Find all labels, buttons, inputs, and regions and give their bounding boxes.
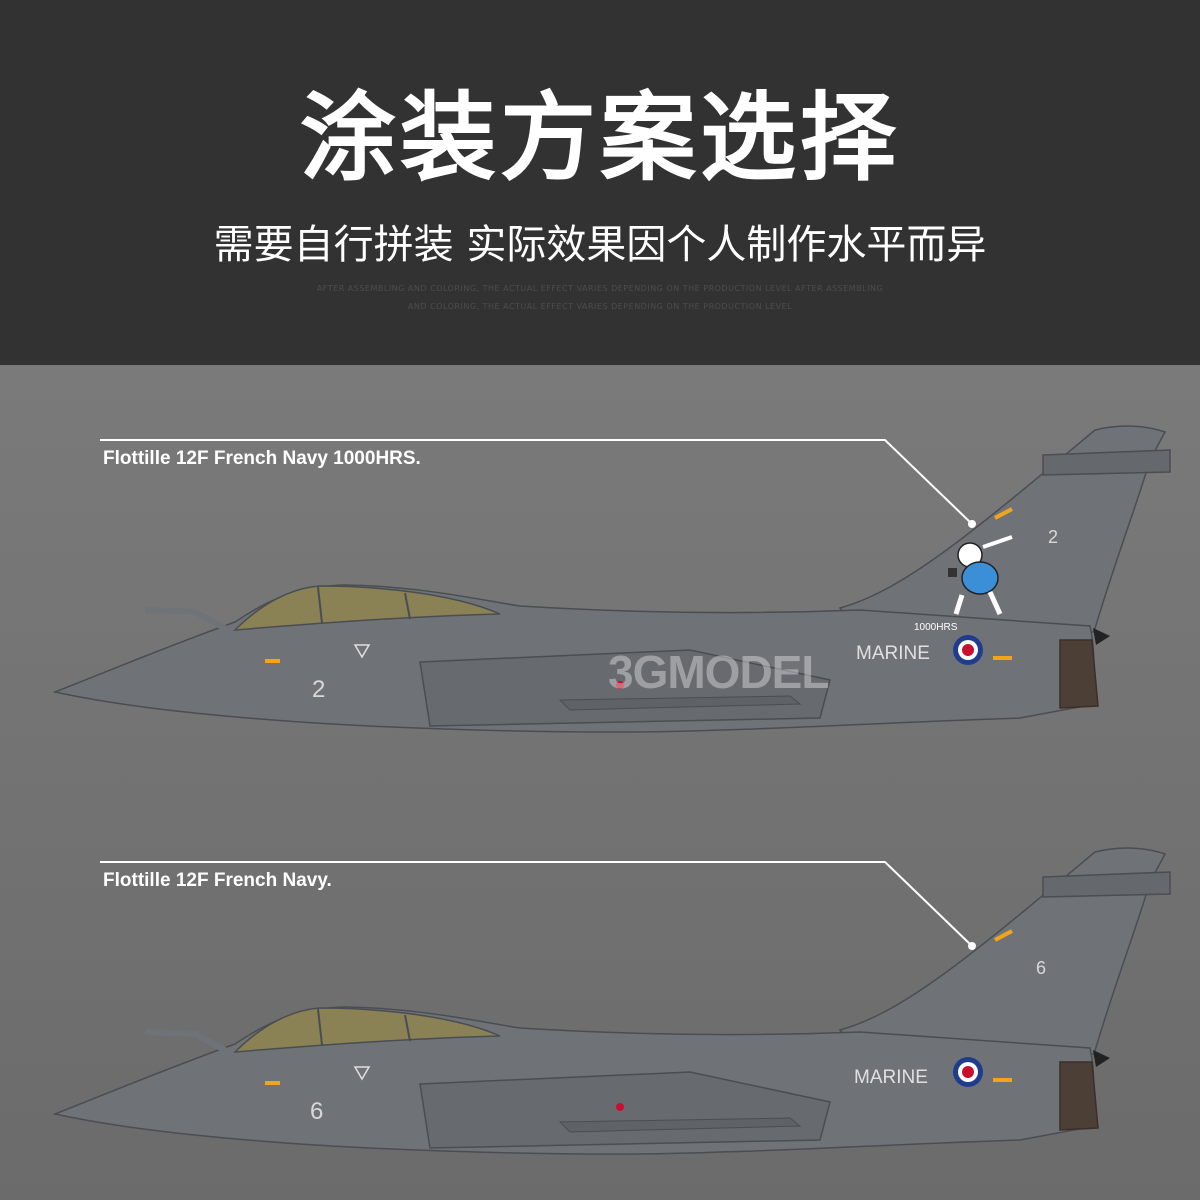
scheme-2-label: Flottille 12F French Navy. — [103, 870, 332, 891]
scheme-2-tail-number: 6 — [1036, 958, 1046, 978]
scheme-2-tail-fin — [838, 847, 1167, 1055]
scheme-2-roundel — [953, 1057, 983, 1087]
scheme-2-leader-dot — [968, 942, 976, 950]
scheme-1-nose-number: 2 — [312, 676, 325, 703]
scheme-2-aircraft: 6 6 MARINE — [52, 847, 1171, 1155]
page-title: 涂装方案选择 — [300, 82, 900, 194]
fine-print-line-1: AFTER ASSEMBLING AND COLORING, THE ACTUA… — [316, 284, 884, 293]
scheme-1-engine-nozzle — [1059, 639, 1099, 709]
scheme-2-leader-line — [100, 861, 973, 947]
scheme-2-canopy — [233, 1007, 501, 1053]
scheme-1-label: Flottille 12F French Navy 1000HRS. — [103, 448, 421, 469]
scheme-1-leader-line — [100, 439, 973, 525]
watermark: 3GMODEL — [608, 646, 829, 698]
scheme-1-aircraft: 2 2 MARINE 1000HRS — [52, 425, 1171, 733]
scheme-2-engine-nozzle — [1059, 1061, 1099, 1131]
scheme-1-tail-number: 2 — [1048, 527, 1058, 547]
scheme-2-nose-number: 6 — [310, 1098, 323, 1125]
scheme-2-marine-text: MARINE — [854, 1067, 928, 1088]
scheme-1-roundel — [953, 635, 983, 665]
scheme-1-canopy — [233, 585, 501, 631]
scheme-1-leader-dot — [968, 520, 976, 528]
scheme-1-tail-badge: 1000HRS — [914, 622, 958, 633]
page-subtitle: 需要自行拼装 实际效果因个人制作水平而异 — [213, 222, 987, 268]
scheme-1-tail-fin — [838, 425, 1167, 633]
scheme-1-tail-emblem — [948, 535, 1013, 616]
header-banner: 涂装方案选择 需要自行拼装 实际效果因个人制作水平而异 AFTER ASSEMB… — [0, 0, 1200, 365]
scheme-1-marine-text: MARINE — [856, 643, 930, 664]
fine-print-line-2: AND COLORING, THE ACTUAL EFFECT VARIES D… — [407, 302, 793, 311]
